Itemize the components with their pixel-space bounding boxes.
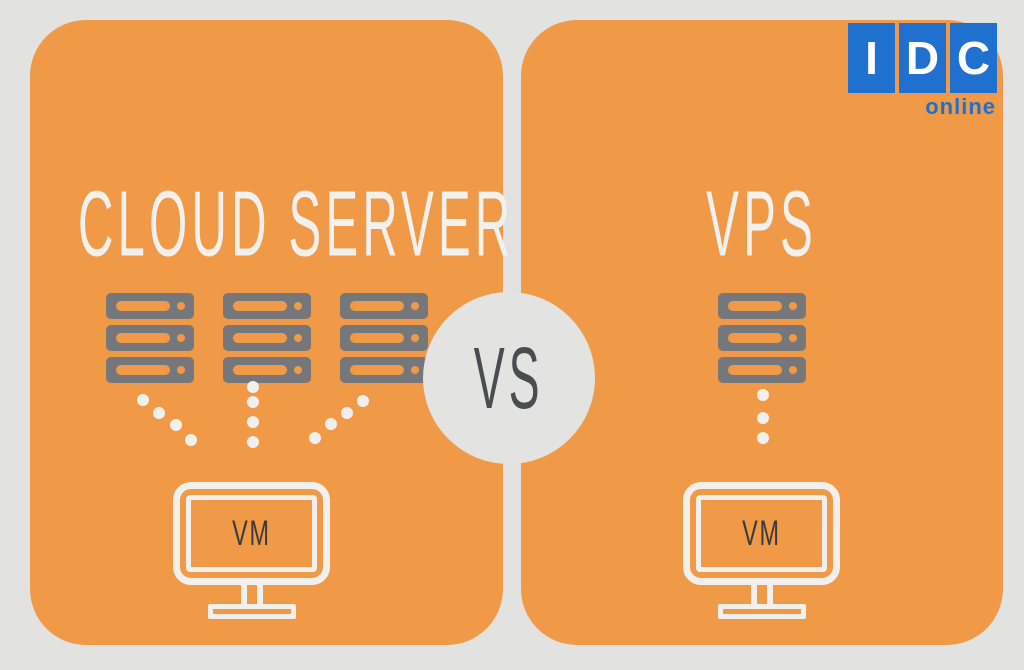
logo-letter-c: C (950, 23, 997, 93)
cloud-server-stacks (30, 293, 503, 383)
server-unit-icon (105, 357, 194, 383)
led-dot-icon (410, 334, 419, 342)
led-dot-icon (410, 302, 419, 310)
led-dot-icon (176, 366, 185, 374)
led-dot-icon (789, 302, 797, 310)
logo-letter-d: D (899, 23, 946, 93)
monitor-stand (240, 585, 263, 604)
cloud-server-title: CLOUD SERVER (30, 170, 510, 276)
cloud-server-panel: CLOUD SERVER (30, 20, 510, 645)
monitor-frame: VM (173, 482, 330, 585)
logo-letter-i: I (848, 23, 895, 93)
idc-online-logo: I D C online (848, 23, 997, 120)
vps-title-text: VPS (706, 171, 818, 276)
server-unit-icon (718, 357, 806, 383)
vps-stacks (521, 293, 1003, 383)
led-dot-icon (176, 302, 185, 310)
logo-subtext: online (925, 94, 996, 119)
monitor-base (717, 604, 806, 619)
server-unit-icon (105, 293, 194, 319)
server-unit-icon (105, 325, 194, 351)
cloud-server-title-text: CLOUD SERVER (77, 171, 515, 276)
vs-badge-label: VS (474, 329, 544, 427)
server-unit-icon (718, 293, 806, 319)
vps-panel: VPS VM (521, 20, 1003, 645)
server-unit-icon (222, 293, 311, 319)
led-dot-icon (293, 334, 302, 342)
logo-letter-boxes: I D C (848, 23, 997, 93)
server-unit-icon (339, 293, 428, 319)
monitor-frame: VM (683, 482, 840, 585)
led-dot-icon (293, 366, 302, 374)
vm-label: VM (232, 512, 271, 554)
monitor-screen: VM (696, 495, 827, 572)
vps-title: VPS (521, 170, 1003, 276)
server-unit-icon (339, 325, 428, 351)
vs-badge: VS (423, 292, 595, 464)
led-dot-icon (176, 334, 185, 342)
led-dot-icon (293, 302, 302, 310)
vm-monitor-icon: VM (173, 482, 330, 619)
led-dot-icon (410, 366, 419, 374)
vm-label: VM (742, 512, 781, 554)
server-unit-icon (222, 357, 311, 383)
server-unit-icon (718, 325, 806, 351)
server-rack-icon (718, 293, 806, 383)
led-dot-icon (789, 366, 797, 374)
monitor-stand (750, 585, 773, 604)
monitor-base (207, 604, 296, 619)
server-unit-icon (339, 357, 428, 383)
server-rack-icon (105, 293, 194, 383)
server-rack-icon (339, 293, 428, 383)
vm-monitor-icon: VM (683, 482, 840, 619)
server-rack-icon (222, 293, 311, 383)
server-unit-icon (222, 325, 311, 351)
monitor-screen: VM (186, 495, 317, 572)
led-dot-icon (789, 334, 797, 342)
